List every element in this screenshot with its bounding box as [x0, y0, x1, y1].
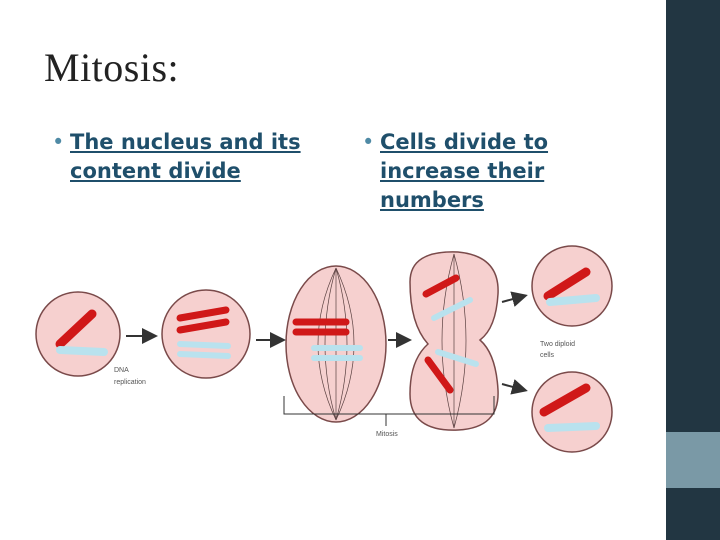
mitosis-bracket — [283, 396, 495, 415]
blue-chromatid — [177, 351, 231, 359]
bullet-item-cells: • Cells divide to increase their numbers — [362, 128, 582, 215]
arrow-icon — [501, 291, 528, 307]
mitosis-diagram-svg: DNA replication — [35, 245, 613, 453]
replication-label: replication — [114, 379, 146, 386]
red-chromatid — [176, 318, 230, 334]
blue-chromosome — [435, 349, 479, 367]
replicated-cell — [161, 289, 251, 379]
mitosis-label: Mitosis — [376, 431, 398, 438]
bullet-dot-icon: • — [362, 130, 375, 154]
red-chromosome — [55, 309, 97, 349]
dna-label: DNA — [114, 367, 129, 374]
blue-chromosome — [431, 297, 473, 321]
mitosis-diagram: DNA replication — [30, 244, 620, 458]
blue-chromosome — [56, 346, 108, 356]
red-chromosome — [539, 383, 591, 417]
bullet-text: The nucleus and its content divide — [70, 130, 301, 183]
bullet-text: Cells divide to increase their numbers — [380, 130, 549, 212]
blue-chromosome — [546, 294, 600, 306]
slide-title: Mitosis: — [44, 45, 180, 90]
red-chromatid — [176, 306, 230, 322]
daughter-cell-top — [531, 245, 613, 327]
blue-chromatid — [177, 341, 231, 349]
red-chromosome — [422, 274, 460, 298]
spindle-fibers — [317, 267, 355, 421]
two-diploid-label: Two diploid — [540, 341, 575, 348]
red-chromosome — [543, 267, 591, 301]
metaphase-cell — [285, 265, 387, 423]
arrow-icon — [501, 379, 528, 395]
cells-label: cells — [540, 352, 555, 359]
daughter-cell-bottom — [531, 371, 613, 453]
parent-cell — [35, 291, 121, 377]
accent-block — [666, 432, 720, 488]
bullet-dot-icon: • — [52, 130, 65, 154]
red-chromosome — [424, 356, 454, 394]
blue-chromosome — [544, 422, 600, 432]
dividing-cell — [409, 251, 499, 431]
bullet-item-nucleus: • The nucleus and its content divide — [52, 128, 322, 186]
